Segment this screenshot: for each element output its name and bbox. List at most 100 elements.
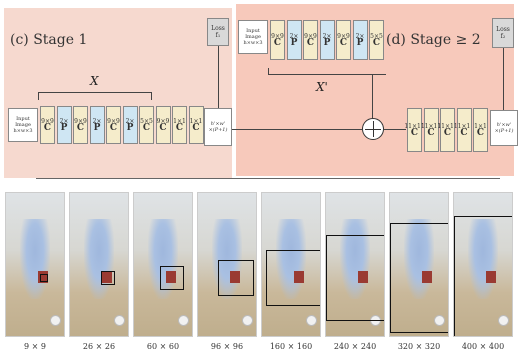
stage1-layer-8-type: C [175, 123, 184, 133]
stage2-right-layer-0-kernel: 11×11 [404, 123, 425, 130]
stage2-title: (d) Stage ≥ 2 [386, 32, 481, 48]
receptive-field-size-label: 26 × 26 [82, 342, 116, 351]
stage1-layer-9-kernel: 1×1 [189, 118, 203, 125]
stage1-layer-1-type: P [60, 123, 68, 133]
player-figure [148, 219, 178, 299]
soccer-ball [498, 315, 509, 326]
receptive-field-box [390, 223, 448, 333]
output-channels: ×(P+1) [208, 127, 228, 133]
stage1-layer-9-type: C [192, 123, 200, 133]
stage2-layer-1: 2×P [286, 20, 302, 60]
x-bracket [38, 92, 152, 93]
receptive-field-image-7 [453, 192, 513, 337]
stage1-layer-3: 2×P [89, 106, 105, 144]
receptive-field-image-3 [197, 192, 257, 337]
stage1-layer-8-kernel: 1×1 [173, 118, 186, 125]
stage2-output: h'×w' ×(P+1) [490, 110, 518, 146]
stage1-loss: Loss f₁ [207, 18, 229, 46]
player-shorts [38, 271, 48, 283]
loss2-text: Loss [496, 26, 510, 33]
stage2-right-layer-2-kernel: 11×11 [437, 123, 458, 130]
stage2-right-layer-4-type: C [476, 128, 485, 138]
loss-text: Loss [211, 25, 225, 32]
stage1-panel: (c) Stage 1 [4, 8, 232, 178]
input2-label-3: h×w×3 [243, 40, 263, 46]
player-shorts [422, 271, 432, 283]
player-figure [340, 219, 370, 299]
receptive-field-size-label: 9 × 9 [24, 342, 46, 351]
stage2-layer-4-kernel: 9×9 [337, 33, 350, 40]
player-shorts [358, 271, 368, 283]
receptive-field-size-label: 320 × 320 [397, 342, 441, 351]
stage2-right-layer-4-kernel: 1×1 [474, 123, 487, 130]
stage2-layer-4-type: C [339, 38, 348, 48]
player-shorts [102, 271, 112, 283]
player-shorts [230, 271, 240, 283]
stage2-loss-connector [503, 48, 504, 110]
stage2-right-layer-1-kernel: 11×11 [420, 123, 442, 130]
stage1-to-sum-line [232, 129, 362, 130]
stage2-layer-1-kernel: 2× [289, 33, 299, 40]
input2-label-2: Image [245, 34, 261, 40]
player-figure [212, 219, 242, 299]
soccer-ball [50, 315, 61, 326]
stage2-right-layer-0-type: C [410, 128, 419, 138]
stage1-layer-4-type: C [109, 123, 118, 133]
loss-fn: f₁ [215, 32, 221, 39]
x-label: X [90, 74, 99, 88]
stage1-layer-5-type: P [126, 123, 134, 133]
player-shorts [166, 271, 176, 283]
receptive-field-box [266, 250, 320, 306]
input2-label-1: Input [246, 28, 260, 34]
player-figure [404, 219, 434, 299]
player-figure [276, 219, 306, 299]
receptive-field-size-label: 160 × 160 [269, 342, 313, 351]
x-bracket-right [151, 92, 152, 100]
thumb-connector-bar [36, 178, 500, 179]
stage1-layer-6-type: C [142, 123, 151, 133]
receptive-field-box [40, 274, 48, 282]
stage2-loss: Loss f₂ [492, 18, 514, 48]
input-label-1: Input [16, 116, 30, 122]
receptive-field-box [160, 266, 184, 290]
stage1-layer-5: 2×P [122, 106, 138, 144]
stage2-layer-2-kernel: 9×9 [304, 33, 317, 40]
stage2-right-layer-1-type: C [427, 128, 435, 138]
stage1-layer-5-kernel: 2× [125, 118, 135, 125]
receptive-field-box [101, 271, 115, 285]
stage2-layer-5-kernel: 2× [355, 33, 365, 40]
x-bracket-left [38, 92, 39, 100]
stage2-right-layer-2-type: C [443, 128, 452, 138]
receptive-field-image-5 [325, 192, 385, 337]
stage2-layer-5-type: P [356, 38, 364, 48]
stage2-right-layer-3-type: C [460, 128, 468, 138]
stage1-layer-3-kernel: 2× [92, 118, 102, 125]
player-figure [20, 219, 50, 299]
x-prime-bracket [268, 74, 386, 75]
receptive-field-box [326, 235, 384, 321]
receptive-field-box [454, 216, 512, 336]
receptive-field-image-1 [69, 192, 129, 337]
stage2-right-layer-3-kernel: 1×1 [457, 123, 471, 130]
stage1-layer-6-kernel: 5×5 [140, 118, 153, 125]
stage2-layer-3-type: P [323, 38, 331, 48]
stage2-layer-0-kernel: 9×9 [271, 33, 284, 40]
stage2-layer-2-type: C [306, 38, 315, 48]
stage1-layer-3-type: P [93, 123, 101, 133]
stage1-layer-2-type: C [76, 123, 85, 133]
stage2-layer-3-kernel: 2× [322, 33, 332, 40]
receptive-field-image-6 [389, 192, 449, 337]
stage2-layer-0-type: C [273, 38, 282, 48]
stage1-input-image: Input Image h×w×3 [8, 108, 38, 142]
